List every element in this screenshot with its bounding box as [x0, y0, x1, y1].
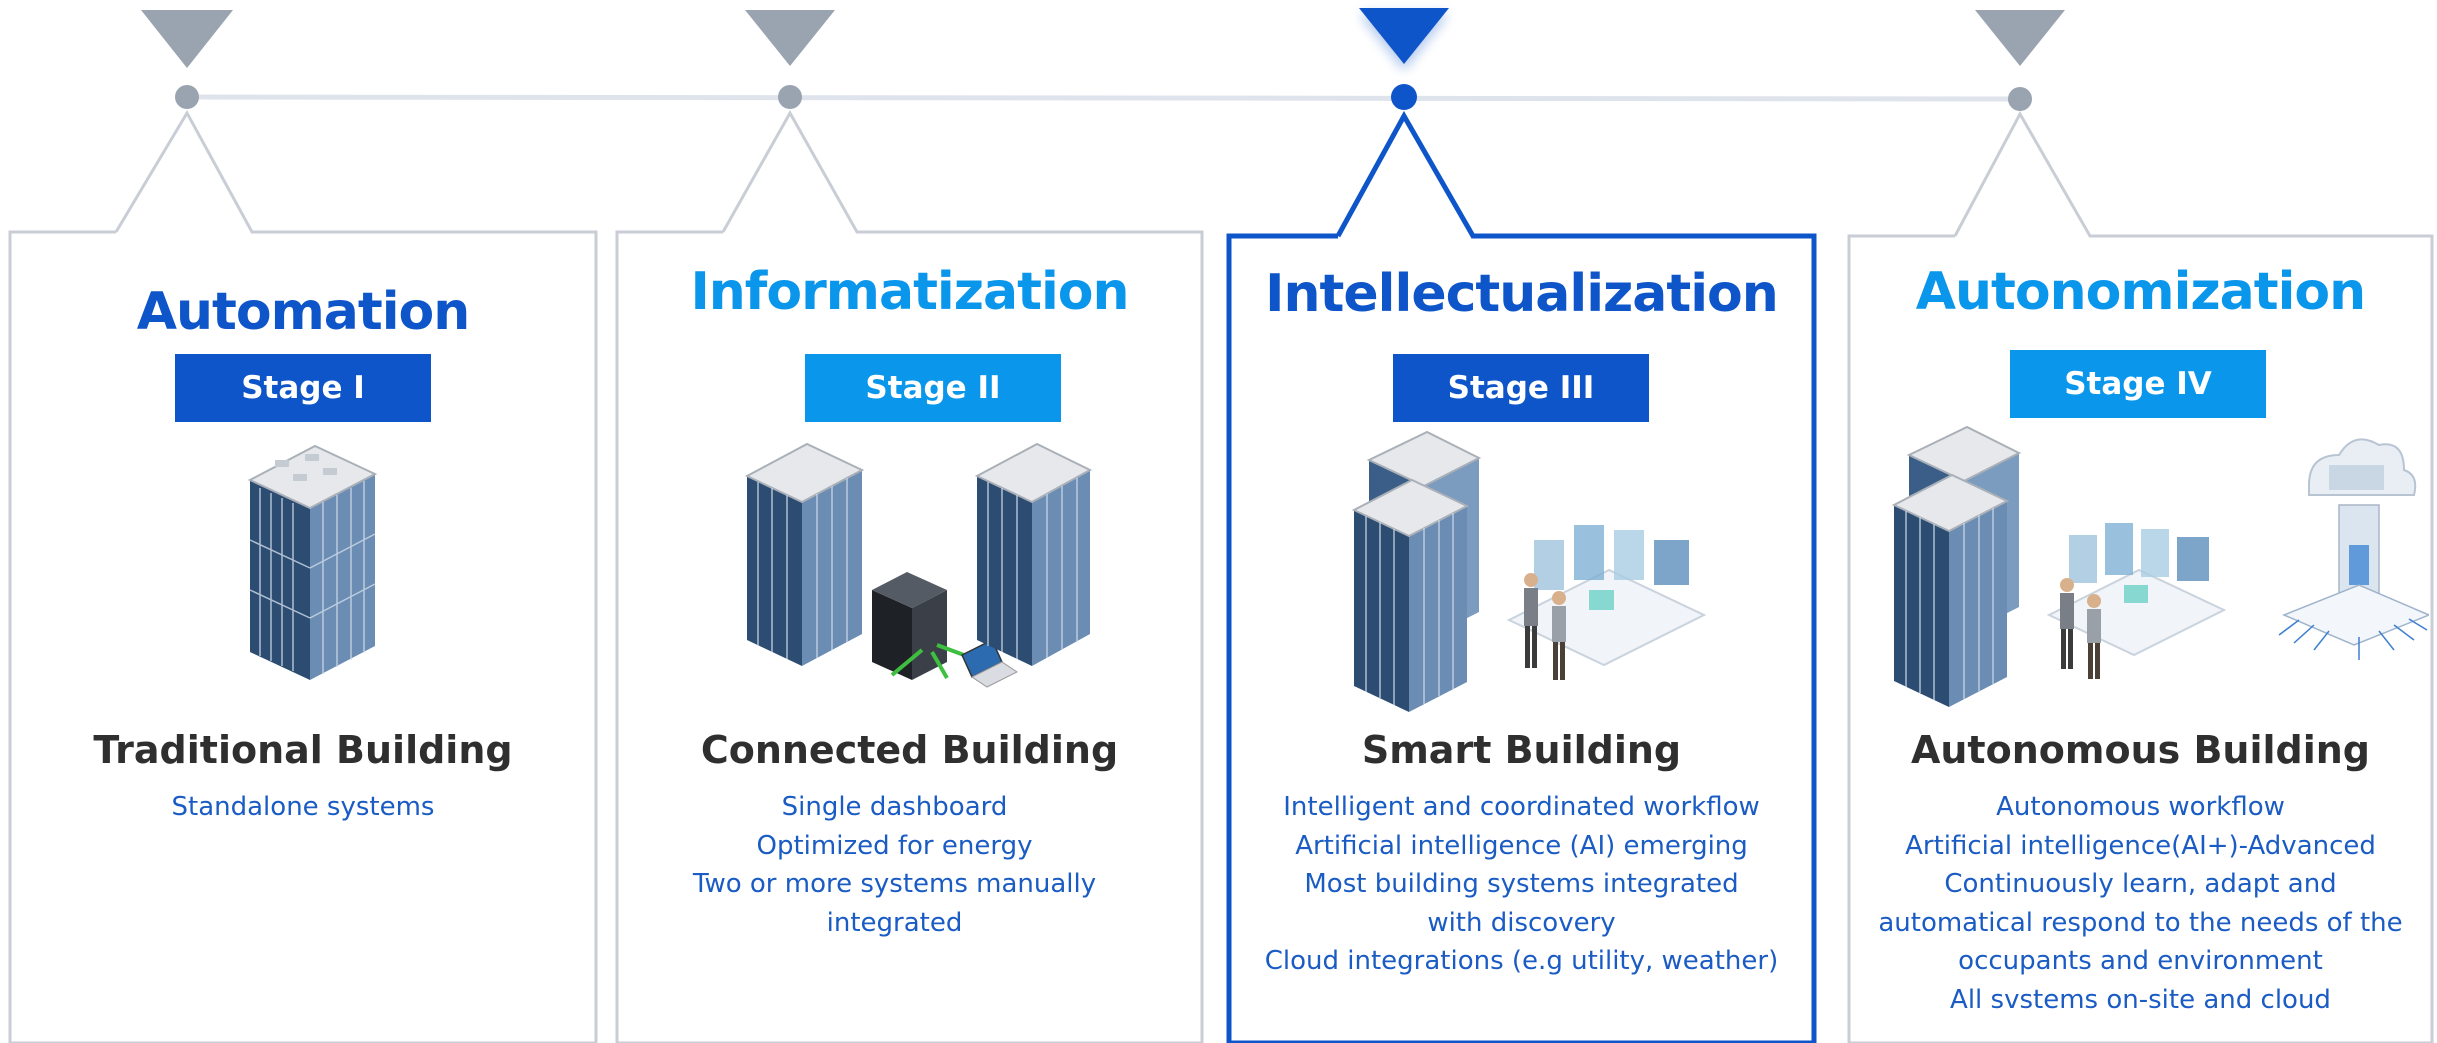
- stage-badge: Stage I: [175, 354, 431, 422]
- engineer-icon: [1552, 591, 1566, 680]
- building-type: Autonomous Building: [1910, 728, 2371, 772]
- engineer-icon: [2060, 578, 2074, 669]
- description-line: automatical respond to the needs of the: [1878, 907, 2403, 938]
- stage-badge: Stage IV: [2010, 350, 2266, 418]
- engineer-icon: [1524, 573, 1538, 668]
- stage-description: Standalone systems: [10, 788, 596, 827]
- timeline-line: [186, 94, 2021, 102]
- stage-frame-4: [1847, 110, 2434, 1043]
- stage-frame-1: [8, 109, 598, 1043]
- stage-marker-2: [745, 10, 835, 66]
- description-line: Continuously learn, adapt and: [1944, 869, 2337, 899]
- stage-card-1: Automation Stage I Traditional Building …: [10, 0, 596, 1043]
- engineer-icon: [2087, 594, 2101, 679]
- office-tower-icon: [744, 442, 865, 666]
- stage-frame-2: [615, 109, 1204, 1043]
- server-rack-icon: [872, 572, 947, 680]
- description-line: Most building systems integrated: [1304, 869, 1739, 899]
- stage-badge: Stage II: [805, 354, 1061, 422]
- dashboard-platform-icon: [2046, 523, 2227, 657]
- stage-description: Single dashboard Optimized for energy Tw…: [587, 788, 1202, 942]
- timeline-node-2: [778, 85, 802, 109]
- cloud-chip-icon: [2278, 438, 2429, 660]
- autonomous-building-icon: [1891, 425, 2429, 707]
- timeline-node-4: [2008, 87, 2032, 111]
- description-line: Autonomous workflow: [1996, 792, 2285, 822]
- description-line: integrated: [826, 907, 963, 938]
- stage-description: Intelligent and coordinated workflow Art…: [1229, 788, 1814, 981]
- smart-building-icon: [1351, 430, 1707, 712]
- stage-title: Autonomization: [1915, 262, 2366, 322]
- stage-frame-3: [1226, 110, 1817, 1043]
- stage-card-4: Autonomization Stage IV: [1849, 0, 2432, 1043]
- description-line: Artificial intelligence(AI+)-Advanced: [1905, 830, 2376, 861]
- stage-title: Informatization: [690, 262, 1129, 322]
- description-line: Cloud integrations (e.g utility, weather…: [1264, 946, 1779, 976]
- stage-badge: Stage III: [1393, 354, 1649, 422]
- description-line: All svstems on-site and cloud: [1950, 984, 2331, 1015]
- description-line: with discovery: [1427, 907, 1616, 938]
- office-tower-icon: [974, 442, 1092, 666]
- office-tower-icon: [1351, 478, 1470, 712]
- description-line: Standalone systems: [171, 792, 435, 822]
- timeline-node-3: [1391, 84, 1417, 110]
- building-type: Smart Building: [1361, 728, 1682, 772]
- description-line: Optimized for energy: [756, 830, 1033, 861]
- description-line: Two or more systems manually: [692, 869, 1097, 899]
- stage-marker-4: [1975, 10, 2065, 66]
- dashboard-platform-icon: [1506, 525, 1707, 667]
- description-line: Intelligent and coordinated workflow: [1283, 792, 1760, 822]
- timeline-node-1: [175, 85, 199, 109]
- office-tower-icon: [247, 444, 378, 680]
- stage-marker-1: [141, 10, 233, 68]
- stage-card-2: Informatization Stage II: [617, 0, 1202, 1043]
- building-type: Connected Building: [700, 728, 1119, 772]
- description-line: Artificial intelligence (AI) emerging: [1295, 830, 1748, 861]
- description-line: Single dashboard: [781, 792, 1008, 822]
- building-type: Traditional Building: [93, 728, 513, 772]
- stage-marker-3: [1359, 8, 1449, 64]
- connected-buildings-icon: [744, 442, 1092, 688]
- stage-description: Autonomous workflow Artificial intellige…: [1849, 788, 2432, 1019]
- laptop-icon: [961, 638, 1018, 688]
- stage-title: Intellectualization: [1265, 264, 1779, 324]
- office-tower-icon: [1891, 473, 2010, 707]
- stage-title: Automation: [136, 282, 471, 342]
- description-line: occupants and environment: [1958, 946, 2323, 976]
- stage-card-3: Intellectualization Stage III: [1229, 0, 1814, 1043]
